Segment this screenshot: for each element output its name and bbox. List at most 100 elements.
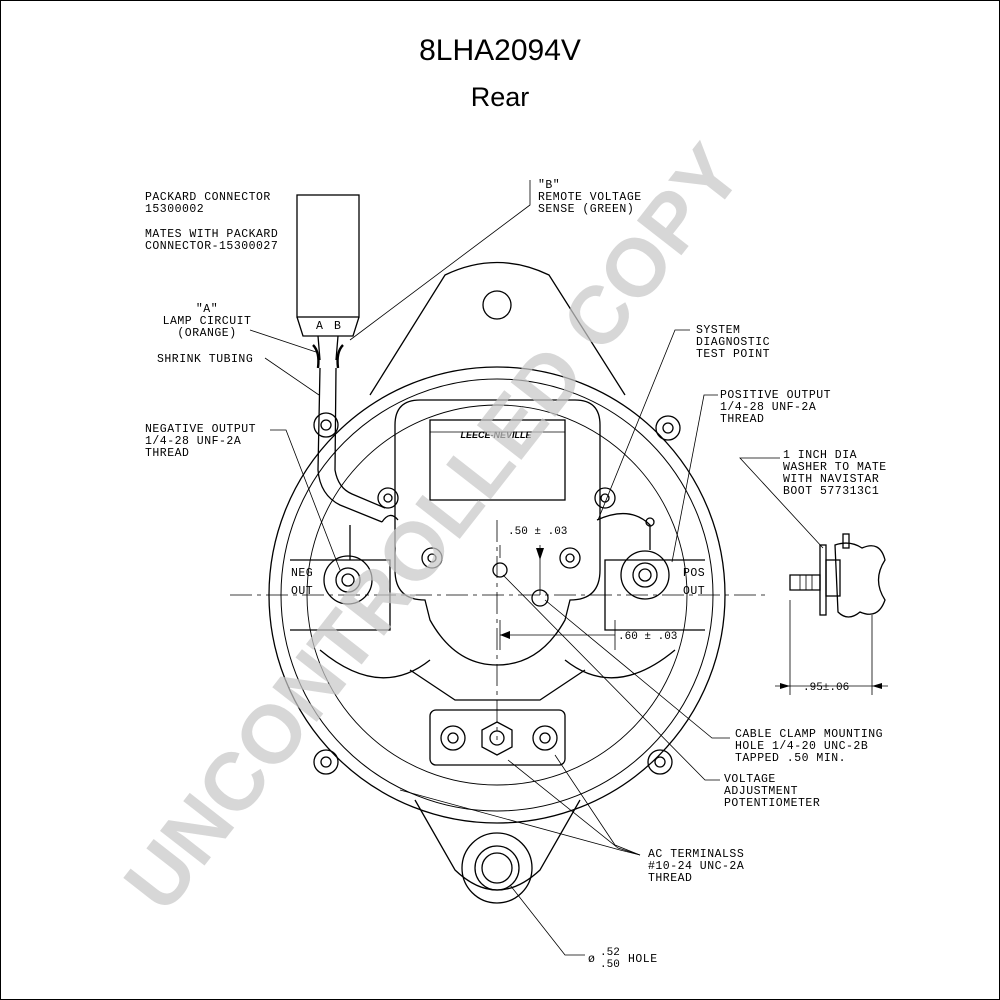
mates-with-label: MATES WITH PACKARD CONNECTOR-15300027 <box>145 228 278 253</box>
one-inch-washer <box>819 544 827 616</box>
svg-text:.50: .50 <box>600 959 620 971</box>
svg-text:POS: POS <box>683 567 705 580</box>
connector-leads <box>317 335 339 361</box>
packard-connector-base <box>296 316 360 337</box>
leader-positive-output <box>671 394 718 563</box>
regulator-screw-bl <box>421 547 443 569</box>
svg-text:THREAD: THREAD <box>648 872 692 885</box>
diagnostic-test-point <box>645 517 655 527</box>
svg-text:HOLE 1/4-20 UNC-2B: HOLE 1/4-20 UNC-2B <box>735 740 868 753</box>
regulator-screw-tl <box>377 487 399 509</box>
leader-shrink-tubing <box>264 357 320 396</box>
svg-text:"B": "B" <box>538 179 560 192</box>
svg-text:SENSE (GREEN): SENSE (GREEN) <box>538 203 634 216</box>
lower-left-fin <box>319 649 431 679</box>
svg-text:TEST POINT: TEST POINT <box>696 348 770 361</box>
regulator-housing <box>394 399 601 666</box>
leader-remote-sense <box>349 180 531 341</box>
svg-text:THREAD: THREAD <box>145 447 189 460</box>
ac-terminal-right <box>532 725 558 751</box>
shrink-tubing-label: SHRINK TUBING <box>157 353 253 366</box>
leader-ac-2 <box>507 759 641 856</box>
regulator-screw-tr <box>594 487 616 509</box>
svg-text:WASHER TO MATE: WASHER TO MATE <box>783 461 887 474</box>
svg-text:BOOT 577313C1: BOOT 577313C1 <box>783 485 879 498</box>
svg-text:THREAD: THREAD <box>720 413 764 426</box>
svg-text:NEG: NEG <box>291 567 313 580</box>
positive-output-label: POSITIVE OUTPUT 1/4-28 UNF-2A THREAD <box>720 389 831 426</box>
navistar-boot <box>834 542 886 618</box>
leader-ac-1 <box>399 789 641 856</box>
svg-text:REMOTE VOLTAGE: REMOTE VOLTAGE <box>538 191 642 204</box>
housing-rim <box>280 378 714 812</box>
leader-negative-output <box>270 429 341 571</box>
svg-text:(ORANGE): (ORANGE) <box>177 327 236 340</box>
svg-text:NEGATIVE OUTPUT: NEGATIVE OUTPUT <box>145 423 256 436</box>
svg-text:15300002: 15300002 <box>145 203 204 216</box>
view-label: Rear <box>470 82 530 112</box>
svg-text:AC TERMINALSS: AC TERMINALSS <box>648 848 744 861</box>
svg-text:1 INCH DIA: 1 INCH DIA <box>783 449 857 462</box>
regulator-screw-br <box>559 547 581 569</box>
svg-text:DIAGNOSTIC: DIAGNOSTIC <box>696 336 770 349</box>
pin-b-label: B <box>334 320 341 333</box>
pin-a-label: A <box>316 320 323 333</box>
svg-text:"A": "A" <box>196 303 218 316</box>
ac-terminal-center <box>481 721 513 756</box>
negative-output-label: NEGATIVE OUTPUT 1/4-28 UNF-2A THREAD <box>145 423 256 460</box>
leader-lamp-circuit <box>249 329 317 353</box>
svg-text:1/4-28 UNF-2A: 1/4-28 UNF-2A <box>145 435 241 448</box>
hole-size-label: ø .52 .50 HOLE <box>588 947 657 971</box>
svg-text:.52: .52 <box>600 947 620 959</box>
svg-text:VOLTAGE: VOLTAGE <box>724 773 776 786</box>
left-vent <box>290 559 391 631</box>
shrink-tubing <box>312 344 344 369</box>
top-mounting-hole <box>482 290 512 320</box>
negative-terminal-marking: NEG OUT <box>291 567 313 598</box>
housing-inner <box>306 404 688 786</box>
system-diagnostic-label: SYSTEM DIAGNOSTIC TEST POINT <box>696 324 770 361</box>
svg-text:POTENTIOMETER: POTENTIOMETER <box>724 797 820 810</box>
ac-terminals-label: AC TERMINALSS #10-24 UNC-2A THREAD <box>648 848 744 885</box>
housing-bolt-ne <box>655 415 681 441</box>
packard-connector-label: PACKARD CONNECTOR 15300002 <box>145 191 271 216</box>
regulator-logo: LEECE-NEVILLE <box>460 430 532 440</box>
remote-voltage-sense-label: "B" REMOTE VOLTAGE SENSE (GREEN) <box>538 179 642 216</box>
svg-text:TAPPED .50 MIN.: TAPPED .50 MIN. <box>735 752 846 765</box>
svg-text:LAMP CIRCUIT: LAMP CIRCUIT <box>163 315 252 328</box>
svg-text:OUT: OUT <box>683 585 705 598</box>
lamp-circuit-label: "A" LAMP CIRCUIT (ORANGE) <box>163 303 252 340</box>
bottom-mounting-hole <box>474 845 520 891</box>
svg-text:CABLE CLAMP MOUNTING: CABLE CLAMP MOUNTING <box>735 728 883 741</box>
leader-washer <box>739 457 824 549</box>
wire-a-orange <box>317 367 383 523</box>
svg-text:OUT: OUT <box>291 585 313 598</box>
voltage-adjustment-potentiometer <box>492 562 508 578</box>
lower-cavity <box>409 669 586 701</box>
svg-text:WITH NAVISTAR: WITH NAVISTAR <box>783 473 879 486</box>
dim-washer-label: .95±.06 <box>803 682 849 694</box>
ac-terminal-left <box>440 725 466 751</box>
top-mounting-ear <box>369 261 626 396</box>
svg-text:MATES WITH PACKARD: MATES WITH PACKARD <box>145 228 278 241</box>
diagnostic-test-point-wire <box>596 513 651 550</box>
right-vent <box>604 559 705 631</box>
leader-hole <box>509 884 585 956</box>
housing-bolt-nw <box>313 412 339 438</box>
svg-text:CONNECTOR-15300027: CONNECTOR-15300027 <box>145 240 278 253</box>
positive-output-terminal <box>620 550 670 600</box>
packard-connector <box>296 194 360 318</box>
output-stud <box>789 574 821 591</box>
housing-bolt-se <box>647 749 673 775</box>
svg-text:1/4-28 UNF-2A: 1/4-28 UNF-2A <box>720 401 816 414</box>
svg-text:ADJUSTMENT: ADJUSTMENT <box>724 785 798 798</box>
svg-text:PACKARD CONNECTOR: PACKARD CONNECTOR <box>145 191 271 204</box>
lower-right-fin <box>564 649 676 679</box>
ac-terminal-block <box>429 709 566 766</box>
bottom-mounting-hole-inner <box>481 852 513 884</box>
svg-text:POSITIVE OUTPUT: POSITIVE OUTPUT <box>720 389 831 402</box>
leader-cable-clamp <box>544 599 730 739</box>
leader-diagnostic <box>597 329 690 521</box>
voltage-adjust-label: VOLTAGE ADJUSTMENT POTENTIOMETER <box>724 773 820 810</box>
